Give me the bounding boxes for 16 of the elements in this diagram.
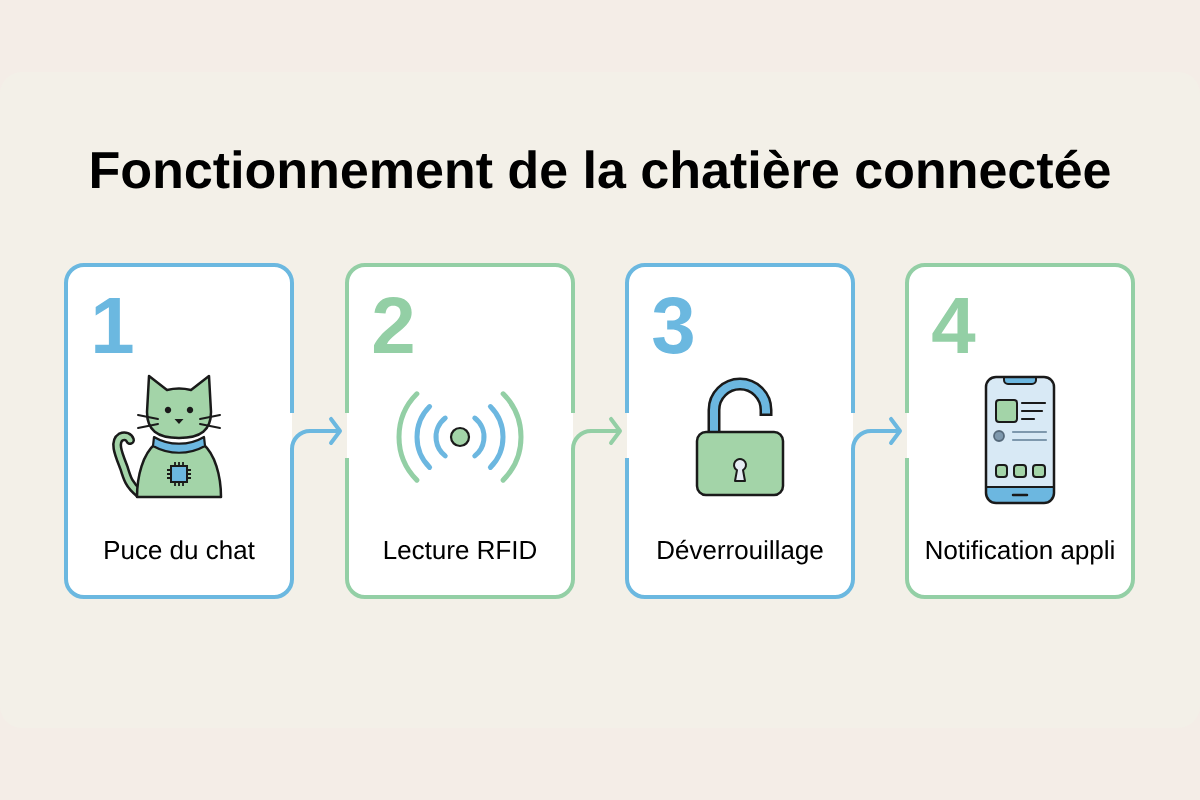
step-label: Déverrouillage xyxy=(658,539,823,565)
step-card xyxy=(64,263,294,599)
step-card xyxy=(345,263,575,599)
step-card xyxy=(905,263,1135,599)
step-number: 1 xyxy=(95,297,133,353)
title: Fonctionnement de la chatière connectée xyxy=(92,149,1110,189)
step-number: 2 xyxy=(374,297,413,353)
step-label: Lecture RFID xyxy=(384,541,537,560)
arrow xyxy=(851,417,902,459)
step-label: Notification appli xyxy=(926,540,1114,565)
step-label: Puce du chat xyxy=(105,540,255,560)
step-card xyxy=(625,263,855,599)
step-number: 4 xyxy=(932,297,976,353)
arrow xyxy=(571,417,622,459)
arrow xyxy=(290,417,342,459)
step-number: 3 xyxy=(653,297,693,354)
